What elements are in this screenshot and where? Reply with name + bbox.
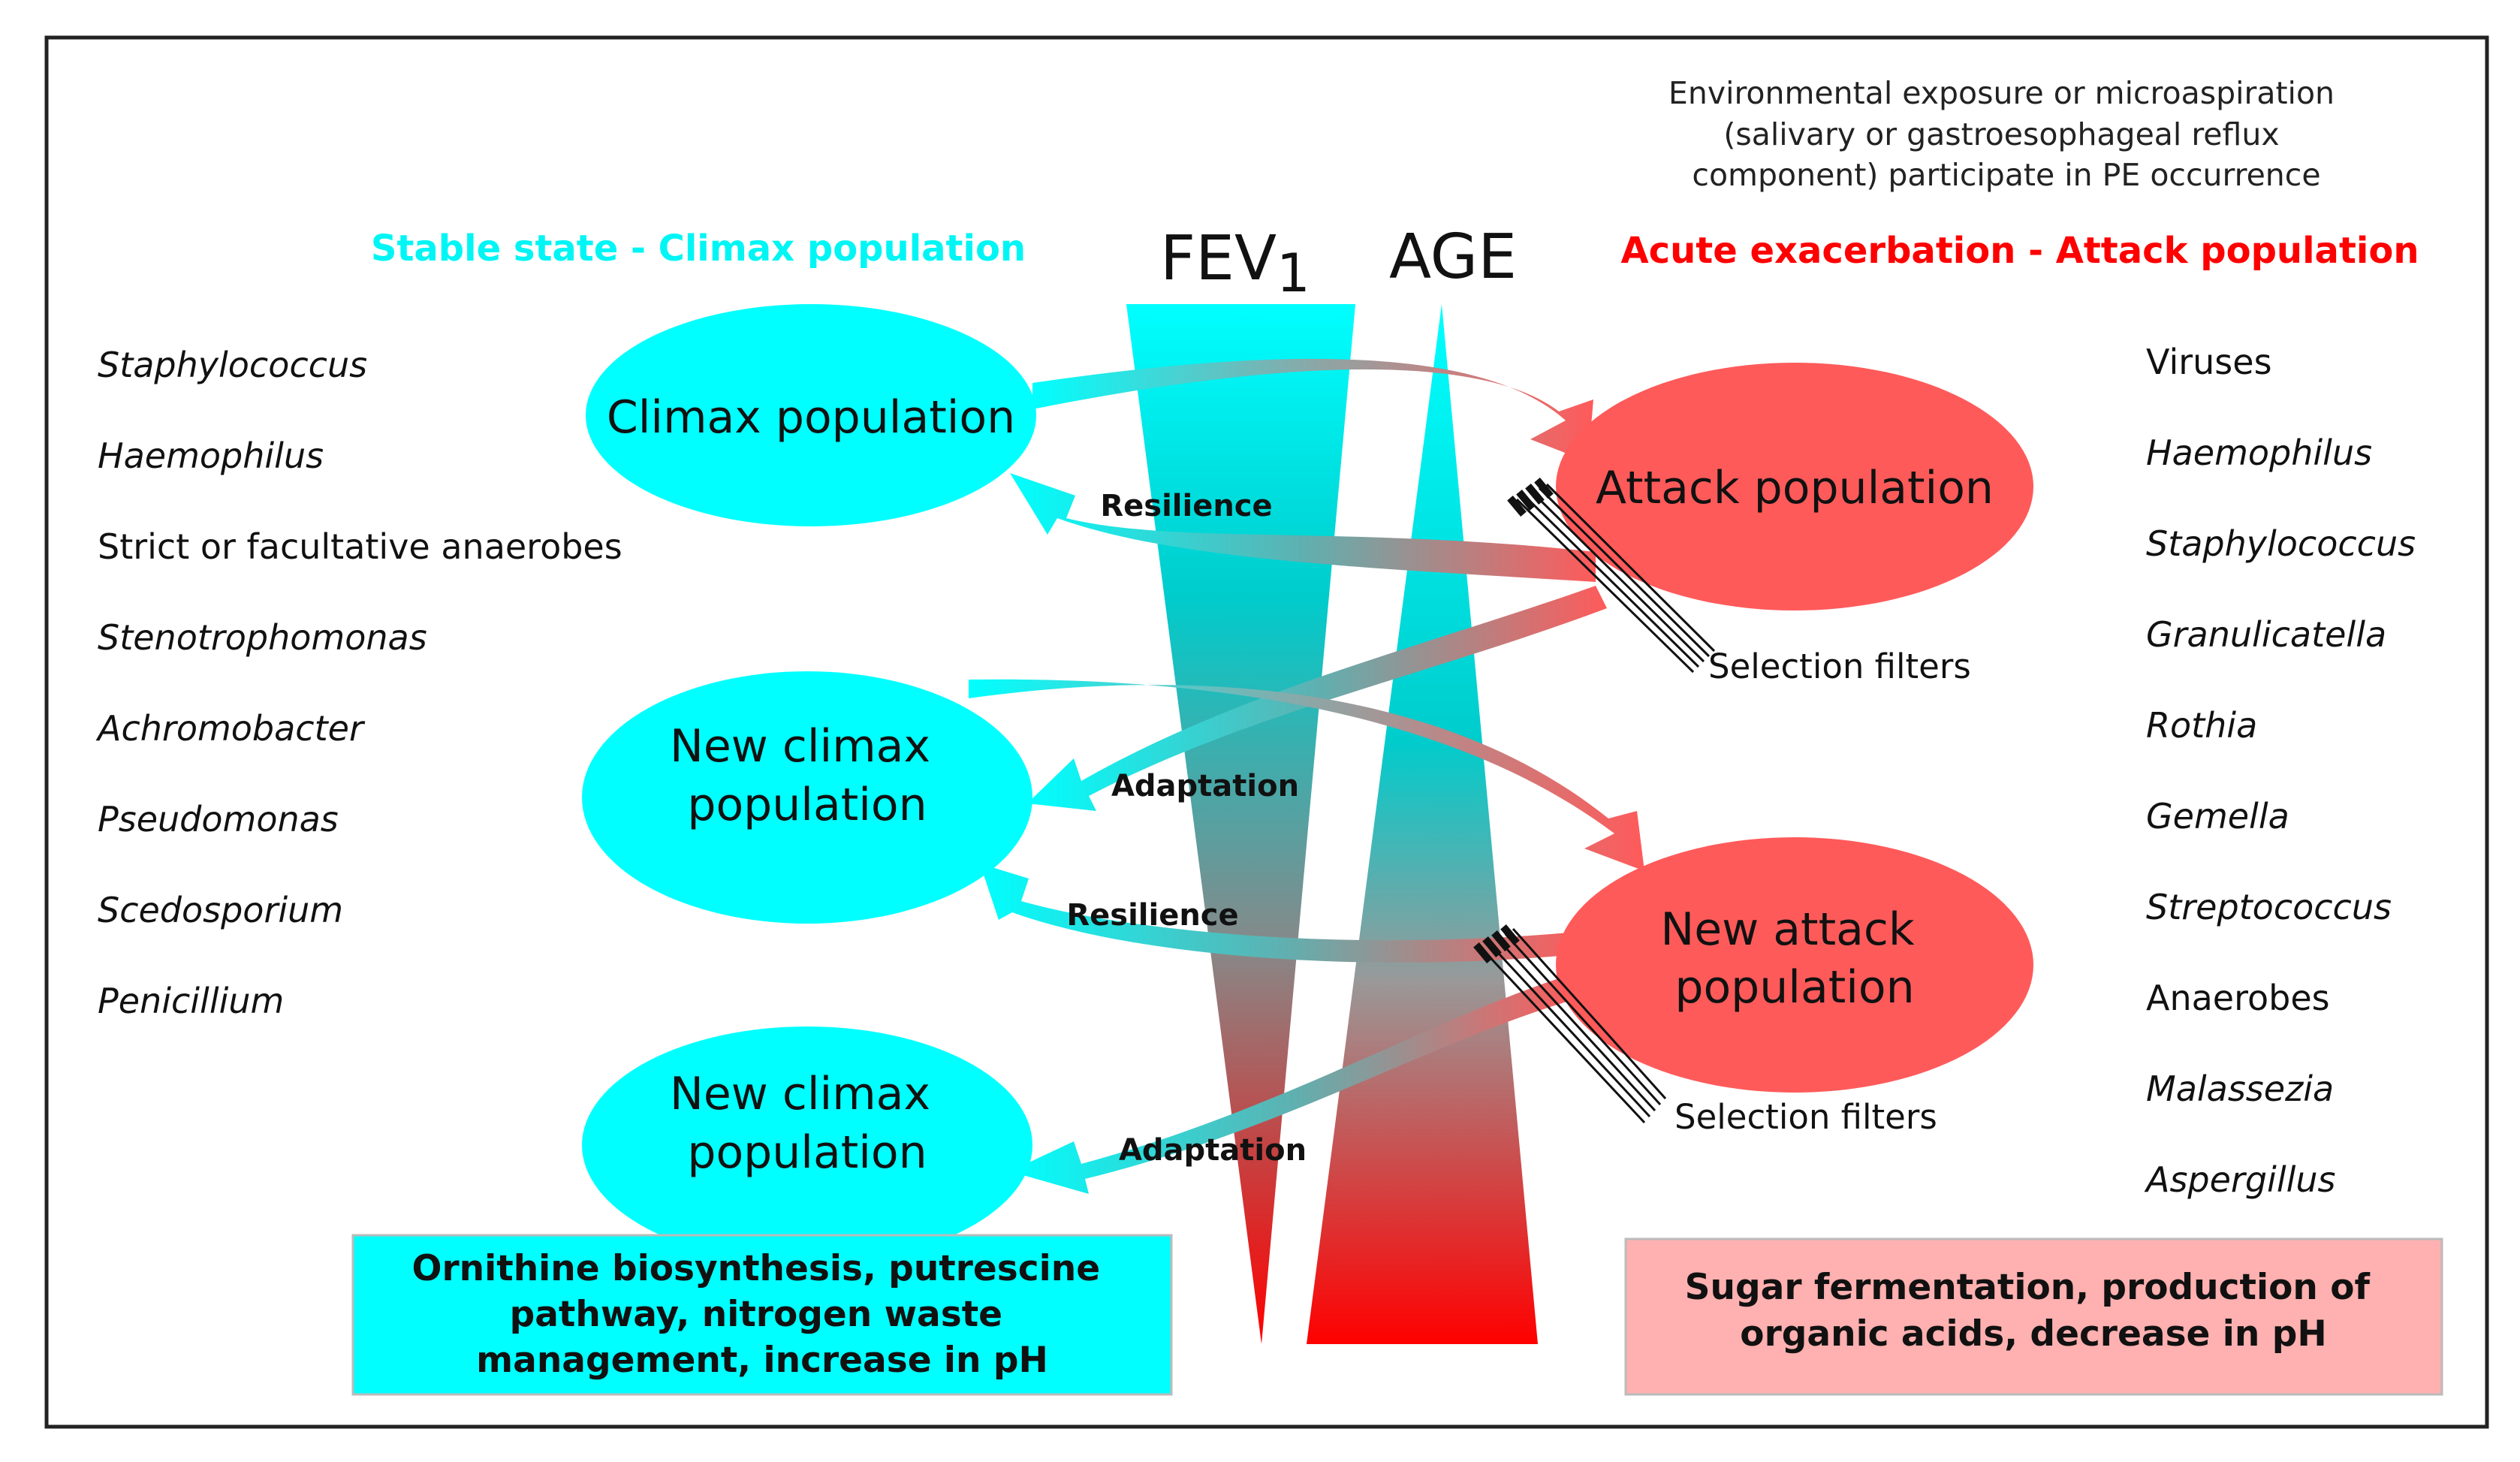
new-climax-population-ellipse-2	[582, 1026, 1032, 1264]
stable-state-title: Stable state - Climax population	[371, 228, 1026, 270]
new-climax-population-label-2: New climax population	[670, 1068, 945, 1179]
left-organism-item: Haemophilus	[98, 436, 324, 476]
new-climax-label-2-line-1: New climax	[670, 1068, 930, 1120]
right-organism-item: Gemella	[2146, 796, 2289, 837]
resilience-label-1: Resilience	[1100, 489, 1272, 523]
left-organism-item: Achromobacter	[95, 708, 366, 749]
fev1-label-subscript: 1	[1277, 243, 1310, 304]
flow-climax-to-attack	[1032, 358, 1593, 462]
selection-filters-lines-1	[1515, 483, 1716, 674]
env-note: Environmental exposure or microaspiratio…	[1668, 75, 2344, 193]
acute-exacerbation-title: Acute exacerbation - Attack population	[1621, 230, 2419, 272]
climax-population-label: Climax population	[607, 391, 1015, 444]
selection-filters-label-2: Selection filters	[1674, 1097, 1937, 1137]
env-note-line-2: (salivary or gastroesophageal reflux	[1723, 116, 2279, 152]
fev1-label: FEV1	[1160, 223, 1310, 304]
ornithine-box-line-1: Ornithine biosynthesis, putrescine	[412, 1248, 1101, 1289]
ornithine-box	[351, 1234, 1173, 1396]
climax-population-label-line: Climax population	[607, 391, 1015, 444]
new-attack-label-line-1: New attack	[1660, 903, 1915, 956]
resilience-label-2: Resilience	[1066, 898, 1238, 933]
ornithine-box-line-2: pathway, nitrogen waste	[510, 1294, 1003, 1335]
right-organism-item: Staphylococcus	[2146, 523, 2416, 564]
flow-resilience-1	[1010, 473, 1596, 582]
sugar-fermentation-box	[1624, 1237, 2443, 1396]
right-organism-item: Streptococcus	[2146, 887, 2392, 927]
new-climax-label-1-line-2: population	[687, 779, 927, 831]
flow-resilience-2	[980, 864, 1584, 963]
age-label: AGE	[1389, 222, 1517, 293]
left-organism-item: Pseudomonas	[98, 799, 339, 840]
selection-filters-grip-2	[1473, 924, 1520, 963]
env-note-line-3: component) participate in PE occurrence	[1692, 157, 2320, 193]
right-organism-item: Malassezia	[2146, 1069, 2334, 1109]
right-organism-item: Haemophilus	[2146, 433, 2372, 473]
attack-population-label-line: Attack population	[1596, 462, 1994, 514]
new-attack-population-label: New attack population	[1660, 903, 1928, 1014]
left-organism-item: Staphylococcus	[98, 345, 367, 385]
env-note-line-1: Environmental exposure or microaspiratio…	[1668, 75, 2335, 111]
right-organism-item: Rothia	[2146, 705, 2257, 746]
adaptation-label-2: Adaptation	[1119, 1133, 1307, 1168]
left-organism-item: Scedosporium	[98, 890, 343, 930]
new-climax-label-1-line-1: New climax	[670, 720, 930, 773]
attack-population-label: Attack population	[1596, 462, 1994, 514]
age-wedge	[1307, 304, 1538, 1344]
attack-population-ellipse	[1556, 363, 2033, 610]
ornithine-box-line-3: management, increase in pH	[476, 1340, 1048, 1381]
climax-population-ellipse	[586, 304, 1036, 526]
sugar-box-line-1: Sugar fermentation, production of	[1685, 1267, 2371, 1308]
left-organism-item: Strict or facultative anaerobes	[98, 526, 622, 567]
left-organism-item: Stenotrophomonas	[98, 617, 427, 658]
right-organism-item: Viruses	[2146, 342, 2272, 382]
ornithine-box-text: Ornithine biosynthesis, putrescine pathw…	[412, 1248, 1113, 1381]
right-organism-item: Aspergillus	[2144, 1159, 2336, 1200]
flow-adaptation-2	[1010, 976, 1577, 1194]
fev1-label-main: FEV	[1160, 223, 1277, 294]
new-climax-label-2-line-2: population	[687, 1126, 927, 1179]
new-climax-population-ellipse-1	[582, 671, 1032, 924]
right-organism-item: Anaerobes	[2146, 978, 2330, 1018]
left-organism-item: Penicillium	[98, 981, 284, 1021]
adaptation-label-1: Adaptation	[1111, 769, 1299, 803]
sugar-fermentation-box-text: Sugar fermentation, production of organi…	[1685, 1267, 2383, 1355]
new-attack-population-ellipse	[1556, 837, 2033, 1093]
sugar-box-line-2: organic acids, decrease in pH	[1740, 1313, 2326, 1355]
selection-filters-grip-1	[1507, 478, 1554, 517]
new-attack-label-line-2: population	[1674, 961, 1914, 1014]
selection-filters-label-1: Selection filters	[1708, 647, 1971, 686]
right-organism-item: Granulicatella	[2146, 614, 2386, 655]
new-climax-population-label-1: New climax population	[670, 720, 945, 831]
selection-filters-lines-2	[1482, 927, 1667, 1124]
fev1-wedge	[1126, 304, 1355, 1344]
acute-exacerbation-organism-list: VirusesHaemophilusStaphylococcusGranulic…	[2144, 342, 2416, 1200]
